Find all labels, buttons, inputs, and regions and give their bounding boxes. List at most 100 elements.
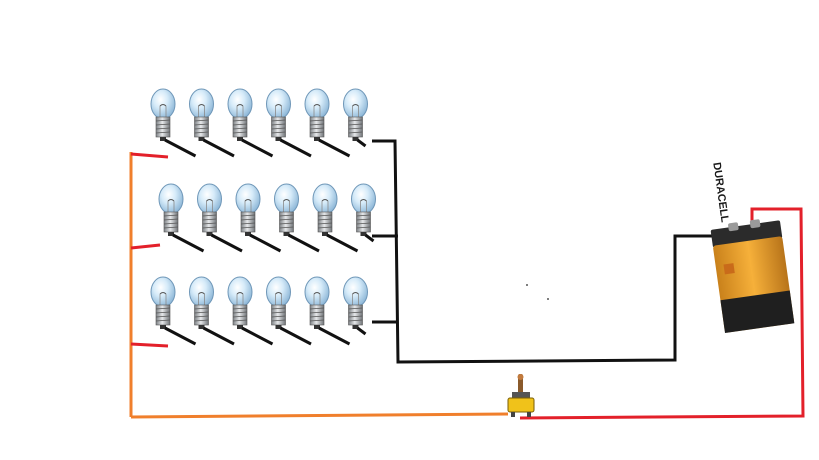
bulb-base-thread [309, 131, 325, 134]
light-bulb-icon [235, 183, 261, 236]
bulb-base-thread [194, 315, 209, 318]
switch-terminal [511, 412, 515, 417]
light-bulb-icon [274, 183, 299, 236]
black-wire-right-bus [372, 139, 730, 364]
bulb-base-thread [232, 319, 248, 322]
bulb-filament [360, 199, 367, 202]
bulb-base-thread [155, 131, 171, 134]
bulb-base-thread [356, 218, 371, 221]
orange-wire-bottom [130, 412, 509, 419]
black-wire-series [287, 233, 320, 253]
bulb-array [150, 88, 376, 346]
bulb-base-thread [309, 307, 325, 310]
bulb-contact [352, 137, 359, 141]
bulb-filament [198, 104, 205, 107]
black-wire-series [202, 326, 235, 346]
bulb-contact [198, 325, 205, 329]
bulb-contact [160, 325, 166, 329]
bulb-base-thread [163, 222, 179, 225]
light-bulb-icon [266, 276, 291, 329]
black-wire-series [172, 233, 205, 253]
red-wire-row2 [130, 243, 161, 250]
black-wire-series-end [356, 138, 367, 148]
bulb-base-thread [348, 307, 363, 310]
light-bulb-icon [343, 276, 368, 329]
bulb-base-thread [271, 307, 286, 310]
switch-lever-tip [517, 374, 524, 380]
light-bulb-icon [227, 88, 253, 141]
bulb-base-thread [317, 214, 333, 217]
bulb-contact [352, 325, 359, 329]
black-wire-series [241, 138, 274, 158]
bulb-base-thread [317, 218, 333, 221]
bulb-contact [168, 232, 174, 236]
black-wire-series-end [356, 326, 367, 336]
bulb-contact [314, 325, 320, 329]
bulb-filament [167, 199, 175, 202]
bulb-contact [360, 232, 367, 236]
bulb-base-thread [202, 218, 217, 221]
bulb-base-thread [279, 218, 294, 221]
bulb-base-thread [279, 222, 294, 225]
bulb-base-thread [240, 226, 256, 229]
bulb-base-thread [317, 226, 333, 229]
black-wire-series [241, 326, 274, 346]
battery-9v-icon: DURACELL [710, 162, 795, 333]
black-wire-series [279, 326, 312, 346]
bulb-base-thread [232, 307, 248, 310]
bulb-base-thread [240, 214, 256, 217]
light-bulb-icon [150, 88, 176, 141]
bulb-base-thread [163, 214, 179, 217]
bulb-base-thread [279, 226, 294, 229]
red-wire-row1 [130, 152, 169, 159]
bulb-filament [313, 104, 321, 107]
bulb-base-thread [155, 307, 171, 310]
bulb-base-thread [232, 127, 248, 130]
light-bulb-icon [266, 88, 291, 141]
toggle-switch-icon[interactable] [507, 374, 535, 417]
bulb-base-thread [348, 311, 363, 314]
light-bulb-icon [197, 183, 222, 236]
bulb-filament [244, 199, 252, 202]
black-wire-series [279, 138, 312, 158]
bulb-base-thread [271, 119, 286, 122]
bulb-filament [159, 292, 167, 295]
battery-terminal-negative [728, 222, 739, 232]
battery-terminal-positive [749, 219, 761, 229]
bulb-contact [160, 137, 166, 141]
bulb-base-thread [194, 307, 209, 310]
bulb-contact [283, 232, 290, 236]
bulb-base-thread [348, 315, 363, 318]
bulb-base-thread [279, 214, 294, 217]
bulb-base-thread [155, 119, 171, 122]
black-wire-series [318, 326, 351, 346]
bulb-filament [275, 292, 282, 295]
bulb-base-thread [194, 127, 209, 130]
black-wire-series [164, 138, 197, 158]
bulb-contact [314, 137, 320, 141]
bulb-filament [352, 104, 359, 107]
bulb-base-thread [232, 315, 248, 318]
switch-terminal [527, 412, 531, 417]
stray-dot [526, 284, 528, 286]
light-bulb-icon [304, 88, 330, 141]
bulb-filament [198, 292, 205, 295]
black-wire-series [326, 233, 359, 253]
bulb-contact [237, 137, 243, 141]
bulb-contact [198, 137, 205, 141]
bulb-base-thread [155, 319, 171, 322]
bulb-base-thread [317, 222, 333, 225]
battery-top-cap [710, 220, 783, 248]
black-wire-series [318, 138, 351, 158]
light-bulb-icon [351, 183, 376, 236]
bulb-base-thread [155, 311, 171, 314]
bulb-base-thread [163, 226, 179, 229]
light-bulb-icon [343, 88, 368, 141]
bulb-filament [283, 199, 290, 202]
bulb-base-thread [356, 214, 371, 217]
bulb-base-thread [240, 218, 256, 221]
bulb-base-thread [155, 127, 171, 130]
switch-body [507, 397, 535, 413]
bulb-base-thread [309, 319, 325, 322]
